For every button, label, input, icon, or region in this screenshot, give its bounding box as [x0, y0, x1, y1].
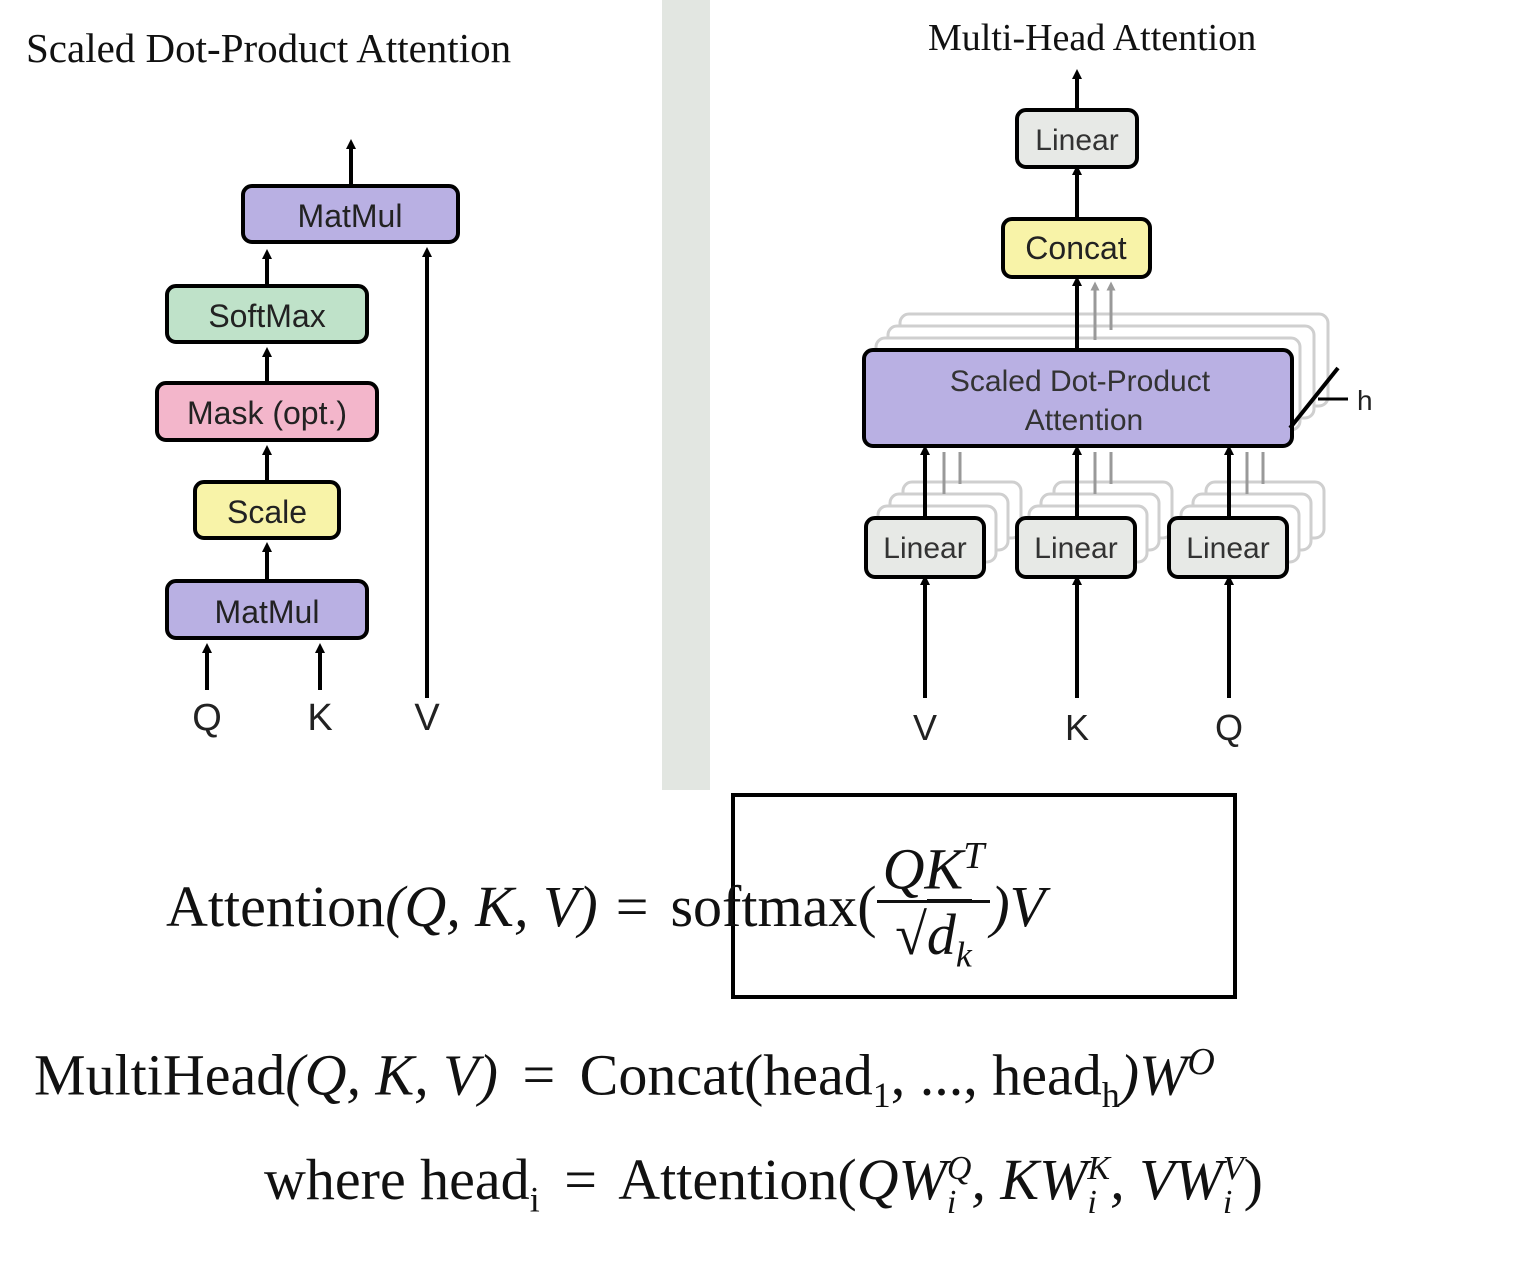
- linear-q-block: Linear: [1167, 516, 1289, 579]
- q-input-label-right: Q: [1215, 707, 1243, 748]
- multi-head-diagram: Linear Concat Scaled Dot-Product Attenti…: [862, 69, 1373, 748]
- multihead-function-name: MultiHead: [34, 1042, 286, 1108]
- matmul-top-block: MatMul: [241, 184, 460, 244]
- concat-text: Concat(head: [579, 1042, 873, 1108]
- linear-top-block: Linear: [1015, 108, 1139, 169]
- value-projection: , VW: [1110, 1147, 1223, 1212]
- sdpa-label-line1: Scaled Dot-Product: [950, 365, 1211, 398]
- attention-arguments: (Q, K, V): [385, 873, 598, 939]
- scale-block: Scale: [193, 480, 341, 540]
- multihead-equals: =: [522, 1042, 556, 1108]
- matmul-top-label: MatMul: [298, 198, 403, 234]
- head-subscript-1: 1: [872, 1074, 891, 1115]
- transpose-superscript: T: [963, 834, 985, 877]
- linear-v-block: Linear: [864, 516, 986, 579]
- h-label: h: [1357, 385, 1373, 416]
- concat-block: Concat: [1001, 217, 1152, 279]
- query-projection-subscript: i: [946, 1183, 957, 1221]
- scaled-dot-product-title: Scaled Dot-Product Attention: [26, 25, 512, 71]
- head-equals: =: [564, 1147, 597, 1212]
- fraction-numerator: QKT: [876, 834, 991, 904]
- output-weight: )W: [1119, 1042, 1188, 1108]
- scaled-dot-product-block: Scaled Dot-Product Attention: [862, 348, 1294, 448]
- numerator-qk: QK: [882, 836, 964, 902]
- multi-head-title: Multi-Head Attention: [928, 17, 1257, 59]
- k-input-label: K: [307, 697, 332, 739]
- scaled-fraction: QKT √dk: [876, 834, 991, 975]
- fraction-denominator: √dk: [877, 899, 991, 975]
- head-subscript-i: i: [529, 1179, 540, 1220]
- softmax-text: softmax(: [670, 873, 877, 939]
- q-input-label: Q: [192, 697, 222, 739]
- v-input-label: V: [414, 697, 440, 739]
- sqrt-symbol: √: [895, 902, 927, 968]
- linear-v-label: Linear: [883, 532, 966, 565]
- key-projection-superscript: K: [1087, 1149, 1111, 1187]
- sdpa-label-line2: Attention: [1025, 404, 1143, 437]
- attention-equals: =: [615, 873, 649, 939]
- value-projection-superscript: V: [1222, 1149, 1244, 1187]
- linear-k-label: Linear: [1034, 532, 1117, 565]
- k-input-label-right: K: [1065, 707, 1089, 748]
- matmul-bottom-label: MatMul: [215, 594, 320, 630]
- attention-equation: Attention(Q, K, V) = softmax( QKT √dk )V: [166, 826, 1045, 986]
- softmax-highlight-box: [731, 793, 1237, 999]
- head-count-marker: h: [1288, 366, 1373, 430]
- scale-label: Scale: [227, 494, 307, 530]
- denominator-subscript-k: k: [955, 934, 972, 975]
- multihead-arguments: (Q, K, V): [285, 1042, 498, 1108]
- output-weight-superscript: O: [1187, 1041, 1215, 1083]
- panel-divider: [662, 0, 710, 790]
- linear-q-label: Linear: [1186, 532, 1269, 565]
- denominator-d: d: [926, 902, 956, 968]
- head-subscript-h: h: [1101, 1074, 1120, 1115]
- softmax-block: SoftMax: [165, 284, 369, 344]
- softmax-close-v: )V: [990, 873, 1046, 939]
- head-attention-call: Attention(: [618, 1147, 857, 1212]
- value-projection-subscript: i: [1222, 1183, 1233, 1221]
- key-projection-subscript: i: [1087, 1183, 1097, 1221]
- scaled-dot-product-diagram: MatMul SoftMax Mask (opt.) Scale MatMul …: [155, 139, 460, 739]
- concat-label: Concat: [1025, 230, 1127, 266]
- head-close-paren: ): [1243, 1147, 1263, 1212]
- linear-top-label: Linear: [1035, 124, 1118, 157]
- key-projection: , KW: [971, 1147, 1088, 1212]
- attention-function-name: Attention: [166, 873, 386, 939]
- query-projection-superscript: Q: [946, 1149, 972, 1187]
- query-projection: QW: [856, 1147, 947, 1212]
- matmul-bottom-block: MatMul: [165, 579, 369, 640]
- heads-ellipsis: , ..., head: [890, 1042, 1102, 1108]
- linear-k-block: Linear: [1015, 516, 1137, 579]
- softmax-label: SoftMax: [208, 298, 325, 334]
- where-head-text: where head: [264, 1147, 530, 1212]
- v-input-label-right: V: [913, 707, 937, 748]
- mask-block: Mask (opt.): [155, 381, 379, 442]
- mask-label: Mask (opt.): [187, 395, 347, 431]
- multihead-equation: MultiHead(Q, K, V) = Concat(head1, ..., …: [34, 1040, 1215, 1116]
